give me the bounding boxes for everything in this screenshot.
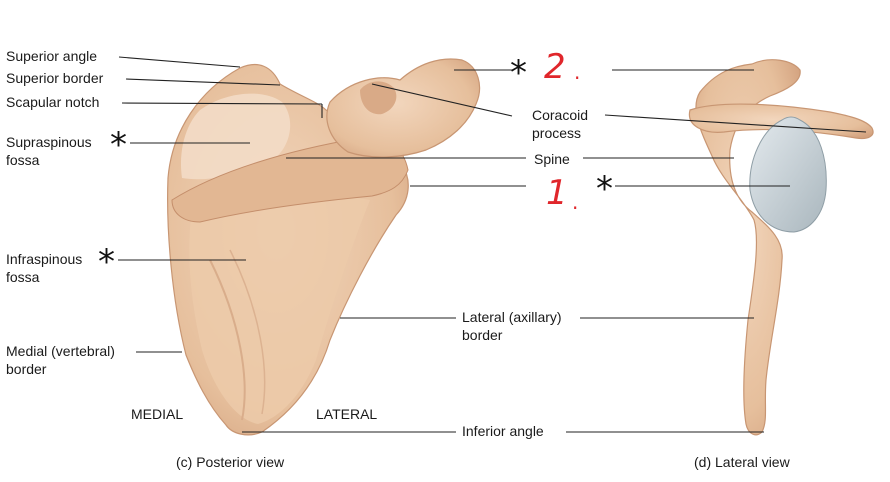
caption-posterior-view: (c) Posterior view (176, 453, 284, 471)
label-coracoid-line2: process (532, 124, 581, 142)
label-superior-border: Superior border (6, 69, 103, 87)
label-medial-border-line2: border (6, 360, 46, 378)
label-lateral-border-line2: border (462, 326, 502, 344)
label-scapular-notch: Scapular notch (6, 93, 99, 111)
asterisk-mark-infraspinous: * (98, 245, 115, 279)
asterisk-mark-acromion: * (510, 56, 527, 90)
label-inferior-angle: Inferior angle (462, 422, 544, 440)
handwritten-number-1: 1 (546, 176, 568, 210)
handwritten-dot-2: . (574, 60, 580, 84)
label-spine: Spine (534, 150, 570, 168)
asterisk-mark-supraspinous: * (110, 128, 127, 162)
label-infraspinous-line1: Infraspinous (6, 250, 82, 268)
glenoid-cavity (750, 117, 826, 232)
label-infraspinous-line2: fossa (6, 268, 39, 286)
caption-lateral-view: (d) Lateral view (694, 453, 790, 471)
label-lateral-border-line1: Lateral (axillary) (462, 308, 562, 326)
label-supraspinous-line2: fossa (6, 151, 39, 169)
label-medial: MEDIAL (131, 405, 183, 423)
handwritten-number-2: 2 (544, 50, 566, 84)
asterisk-mark-glenoid: * (596, 172, 613, 206)
label-superior-angle: Superior angle (6, 47, 97, 65)
label-lateral: LATERAL (316, 405, 377, 423)
label-coracoid-line1: Coracoid (532, 106, 588, 124)
label-medial-border-line1: Medial (vertebral) (6, 342, 115, 360)
acromion-shape (327, 59, 480, 157)
handwritten-dot-1: . (572, 190, 578, 214)
label-supraspinous-line1: Supraspinous (6, 133, 92, 151)
